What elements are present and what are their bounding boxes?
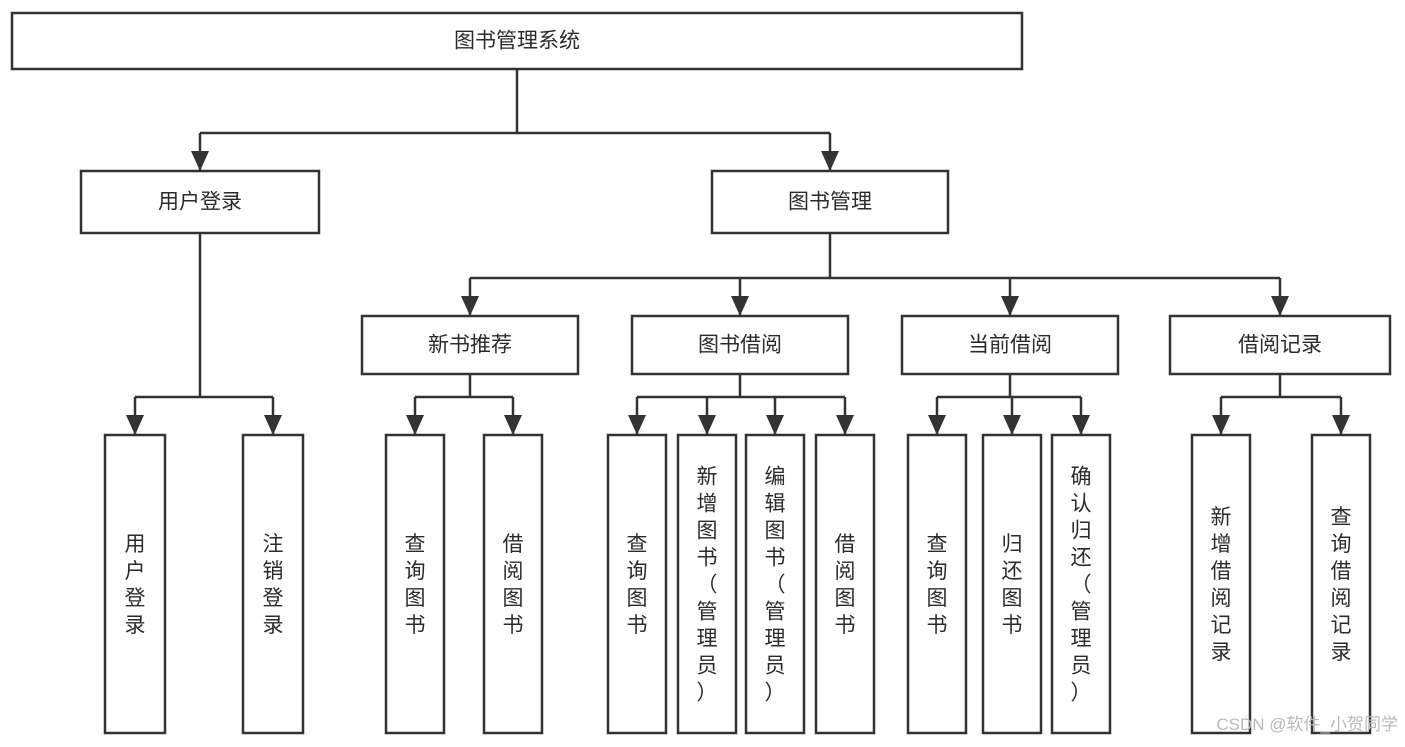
arrow-head-icon [406,415,424,435]
node-label: 查询借阅记录 [1331,506,1352,664]
arrow-head-icon [1332,415,1350,435]
arrow-head-icon [821,151,839,171]
node-box [1168,314,1392,376]
node-box [103,433,167,735]
node-label: 图书借阅 [698,334,782,357]
node-leaf-edit-book[interactable]: 编辑图书（管理员） [744,433,806,735]
arrow-head-icon [928,415,946,435]
node-box [906,433,968,735]
arrow-head-icon [836,415,854,435]
arrow-head-icon [1003,415,1021,435]
arrow-head-icon [504,415,522,435]
node-leaf-add-book[interactable]: 新增图书（管理员） [676,433,738,735]
node-box [1310,433,1372,735]
node-book-manage[interactable]: 图书管理 [710,169,950,235]
node-box [676,433,738,735]
node-label: 当前借阅 [968,334,1052,357]
connector-layer [126,69,1350,435]
node-leaf-query-borrow-record[interactable]: 查询借阅记录 [1310,433,1372,735]
node-root[interactable]: 图书管理系统 [10,11,1024,71]
node-label: 图书管理 [788,191,872,214]
node-user-login[interactable]: 用户登录 [79,169,321,235]
node-box [79,169,321,235]
node-label: 归还图书 [1002,533,1023,637]
node-box [744,433,806,735]
node-leaf-query-book-current[interactable]: 查询图书 [906,433,968,735]
node-label: 借阅记录 [1238,334,1322,357]
node-label: 新增图书（管理员） [697,466,718,705]
node-box [241,433,305,735]
arrow-head-icon [698,415,716,435]
node-box [814,433,876,735]
arrow-head-icon [461,296,479,316]
node-leaf-confirm-return[interactable]: 确认归还（管理员） [1050,433,1112,735]
node-box [360,314,580,376]
arrow-head-icon [1001,296,1019,316]
node-box [900,314,1120,376]
node-label: 借阅图书 [835,533,856,637]
arrow-head-icon [191,151,209,171]
node-leaf-borrow-book[interactable]: 借阅图书 [814,433,876,735]
node-box [710,169,950,235]
node-box [10,11,1024,71]
node-label: 借阅图书 [503,533,524,637]
node-leaf-borrow-book-recommend[interactable]: 借阅图书 [482,433,544,735]
node-box [606,433,668,735]
arrow-head-icon [1271,296,1289,316]
node-leaf-return-book[interactable]: 归还图书 [981,433,1043,735]
node-box [630,314,850,376]
node-label: 确认归还（管理员） [1071,466,1092,705]
node-label: 用户登录 [125,533,146,637]
node-leaf-user-login[interactable]: 用户登录 [103,433,167,735]
arrow-head-icon [126,415,144,435]
node-label: 新增借阅记录 [1211,506,1232,664]
arrow-head-icon [1212,415,1230,435]
node-new-book-recommend[interactable]: 新书推荐 [360,314,580,376]
node-borrow-record[interactable]: 借阅记录 [1168,314,1392,376]
node-leaf-query-book-recommend[interactable]: 查询图书 [384,433,446,735]
csdn-watermark: CSDN @软件_小贺同学 [1216,715,1398,734]
node-label: 查询图书 [927,533,948,637]
node-box [384,433,446,735]
node-leaf-add-borrow-record[interactable]: 新增借阅记录 [1190,433,1252,735]
node-label: 查询图书 [405,533,426,637]
node-leaf-logout[interactable]: 注销登录 [241,433,305,735]
node-box [482,433,544,735]
node-current-borrow[interactable]: 当前借阅 [900,314,1120,376]
node-box [981,433,1043,735]
node-box [1190,433,1252,735]
node-label: 新书推荐 [428,334,512,357]
node-box [1050,433,1112,735]
node-book-borrow[interactable]: 图书借阅 [630,314,850,376]
node-layer: 图书管理系统用户登录图书管理新书推荐图书借阅当前借阅借阅记录用户登录注销登录查询… [10,11,1392,735]
arrow-head-icon [264,415,282,435]
arrow-head-icon [1072,415,1090,435]
node-label: 图书管理系统 [454,30,580,53]
node-label: 用户登录 [158,191,242,214]
arrow-head-icon [628,415,646,435]
arrow-head-icon [731,296,749,316]
arrow-head-icon [766,415,784,435]
node-label: 编辑图书（管理员） [765,466,786,705]
node-label: 注销登录 [263,533,284,637]
node-leaf-query-book-borrow[interactable]: 查询图书 [606,433,668,735]
node-label: 查询图书 [627,533,648,637]
